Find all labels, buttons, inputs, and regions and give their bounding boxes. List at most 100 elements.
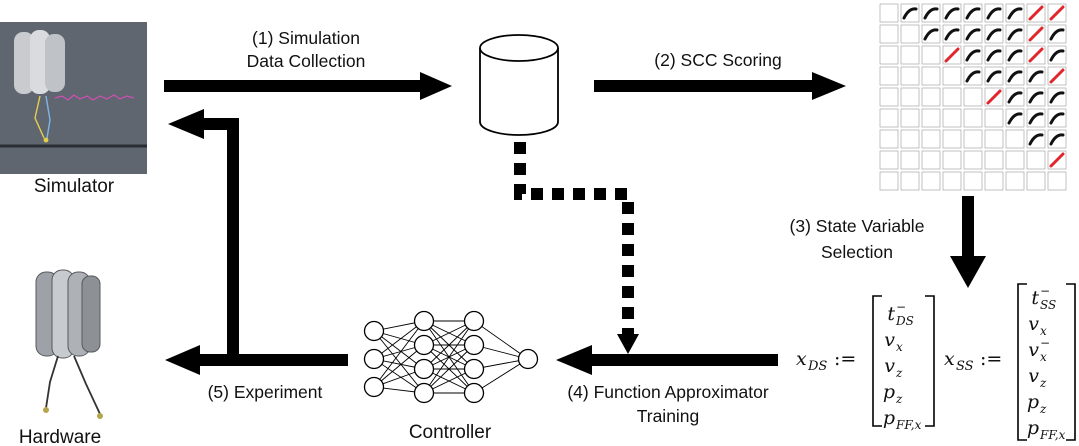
entry-base: v bbox=[884, 329, 895, 351]
entry-sub: DS bbox=[895, 314, 914, 328]
entry-sub: x bbox=[1040, 350, 1047, 364]
nn-edge bbox=[373, 344, 425, 388]
matrix-cell bbox=[984, 3, 1004, 23]
entry-base: p bbox=[883, 407, 895, 429]
entry-sub: z bbox=[1039, 402, 1047, 416]
nn-node bbox=[463, 358, 485, 380]
matrix-cell bbox=[963, 87, 983, 107]
arrow-data-collection bbox=[164, 72, 452, 100]
matrix-cell bbox=[942, 150, 962, 170]
matrix-cell bbox=[879, 108, 899, 128]
matrix-cell bbox=[1026, 3, 1046, 23]
xss-assign: := bbox=[980, 348, 1002, 370]
entry-sub: z bbox=[895, 392, 903, 406]
nn-node bbox=[517, 348, 539, 370]
matrix-cell bbox=[1005, 171, 1025, 191]
matrix-cell bbox=[984, 108, 1004, 128]
matrix-cell bbox=[984, 171, 1004, 191]
nn-edge bbox=[473, 358, 529, 394]
matrix-cell bbox=[921, 45, 941, 65]
simulator-image bbox=[0, 22, 147, 174]
vector-entry: v−x bbox=[1028, 336, 1050, 364]
matrix-cell bbox=[963, 3, 983, 23]
entry-base: t bbox=[887, 303, 895, 325]
entry-sup: − bbox=[1040, 336, 1050, 350]
matrix-cell bbox=[921, 171, 941, 191]
matrix-cell bbox=[921, 150, 941, 170]
nn-edge bbox=[373, 330, 425, 370]
entry-sup: − bbox=[896, 300, 906, 314]
arrow-dotted-training-data bbox=[514, 142, 639, 354]
xds-lhs: x bbox=[796, 348, 807, 370]
matrix-cell bbox=[963, 150, 983, 170]
entry-base: p bbox=[883, 381, 895, 403]
nn-node bbox=[413, 358, 435, 380]
entry-sub: z bbox=[1039, 376, 1047, 390]
step1-label-line2: Data Collection bbox=[247, 51, 366, 71]
step3-label-line2: Selection bbox=[821, 242, 893, 262]
matrix-cell bbox=[1047, 24, 1067, 44]
arrow-experiment bbox=[165, 109, 348, 375]
step2-label: (2) SCC Scoring bbox=[654, 50, 781, 70]
matrix-cell bbox=[942, 87, 962, 107]
matrix-cell bbox=[1026, 45, 1046, 65]
entry-base: v bbox=[884, 355, 895, 377]
matrix-cell bbox=[879, 45, 899, 65]
vector-entry: t−DS bbox=[887, 300, 913, 328]
matrix-cell bbox=[1047, 108, 1067, 128]
matrix-cell bbox=[1005, 24, 1025, 44]
matrix-cell bbox=[900, 45, 920, 65]
entry-base: p bbox=[1027, 417, 1039, 439]
matrix-cell bbox=[1047, 87, 1067, 107]
nn-node bbox=[463, 382, 485, 404]
entry-base: v bbox=[1028, 339, 1039, 361]
matrix-cell bbox=[921, 66, 941, 86]
matrix-cell bbox=[942, 108, 962, 128]
hardware-image bbox=[35, 269, 103, 419]
matrix-cell bbox=[984, 150, 1004, 170]
nn-edge bbox=[473, 320, 529, 360]
entry-sub: FF,x bbox=[895, 418, 922, 432]
nn-edge bbox=[373, 320, 425, 388]
matrix-cell bbox=[963, 45, 983, 65]
entry-base: p bbox=[1027, 391, 1039, 413]
entry-base: t bbox=[1031, 287, 1039, 309]
xss-lhs: x bbox=[944, 348, 955, 370]
entry-sub: x bbox=[1040, 324, 1047, 338]
scc-scatter-matrix bbox=[879, 3, 1067, 191]
nn-node bbox=[413, 382, 435, 404]
xds-lhs-sub: DS bbox=[807, 359, 827, 374]
matrix-cell bbox=[879, 3, 899, 23]
matrix-cell bbox=[879, 150, 899, 170]
nn-edge bbox=[423, 344, 475, 394]
matrix-cell bbox=[1047, 129, 1067, 149]
nn-edge bbox=[423, 320, 475, 370]
nn-node bbox=[363, 320, 385, 342]
nn-node bbox=[413, 310, 435, 332]
matrix-cell bbox=[984, 87, 1004, 107]
matrix-cell bbox=[1026, 108, 1046, 128]
matrix-cell bbox=[1005, 108, 1025, 128]
matrix-cell bbox=[942, 45, 962, 65]
arrow-state-selection bbox=[950, 196, 986, 288]
entry-sub: FF,x bbox=[1039, 428, 1066, 442]
matrix-cell bbox=[1026, 66, 1046, 86]
matrix-cell bbox=[1005, 150, 1025, 170]
matrix-cell bbox=[984, 66, 1004, 86]
step1-label-line1: (1) Simulation bbox=[252, 28, 360, 48]
neural-network-icon bbox=[363, 310, 539, 404]
matrix-cell bbox=[900, 150, 920, 170]
nn-node bbox=[363, 348, 385, 370]
matrix-cell bbox=[1026, 24, 1046, 44]
hardware-label: Hardware bbox=[19, 427, 101, 446]
nn-node bbox=[363, 376, 385, 398]
simulator-label: Simulator bbox=[34, 176, 115, 197]
matrix-cell bbox=[942, 24, 962, 44]
